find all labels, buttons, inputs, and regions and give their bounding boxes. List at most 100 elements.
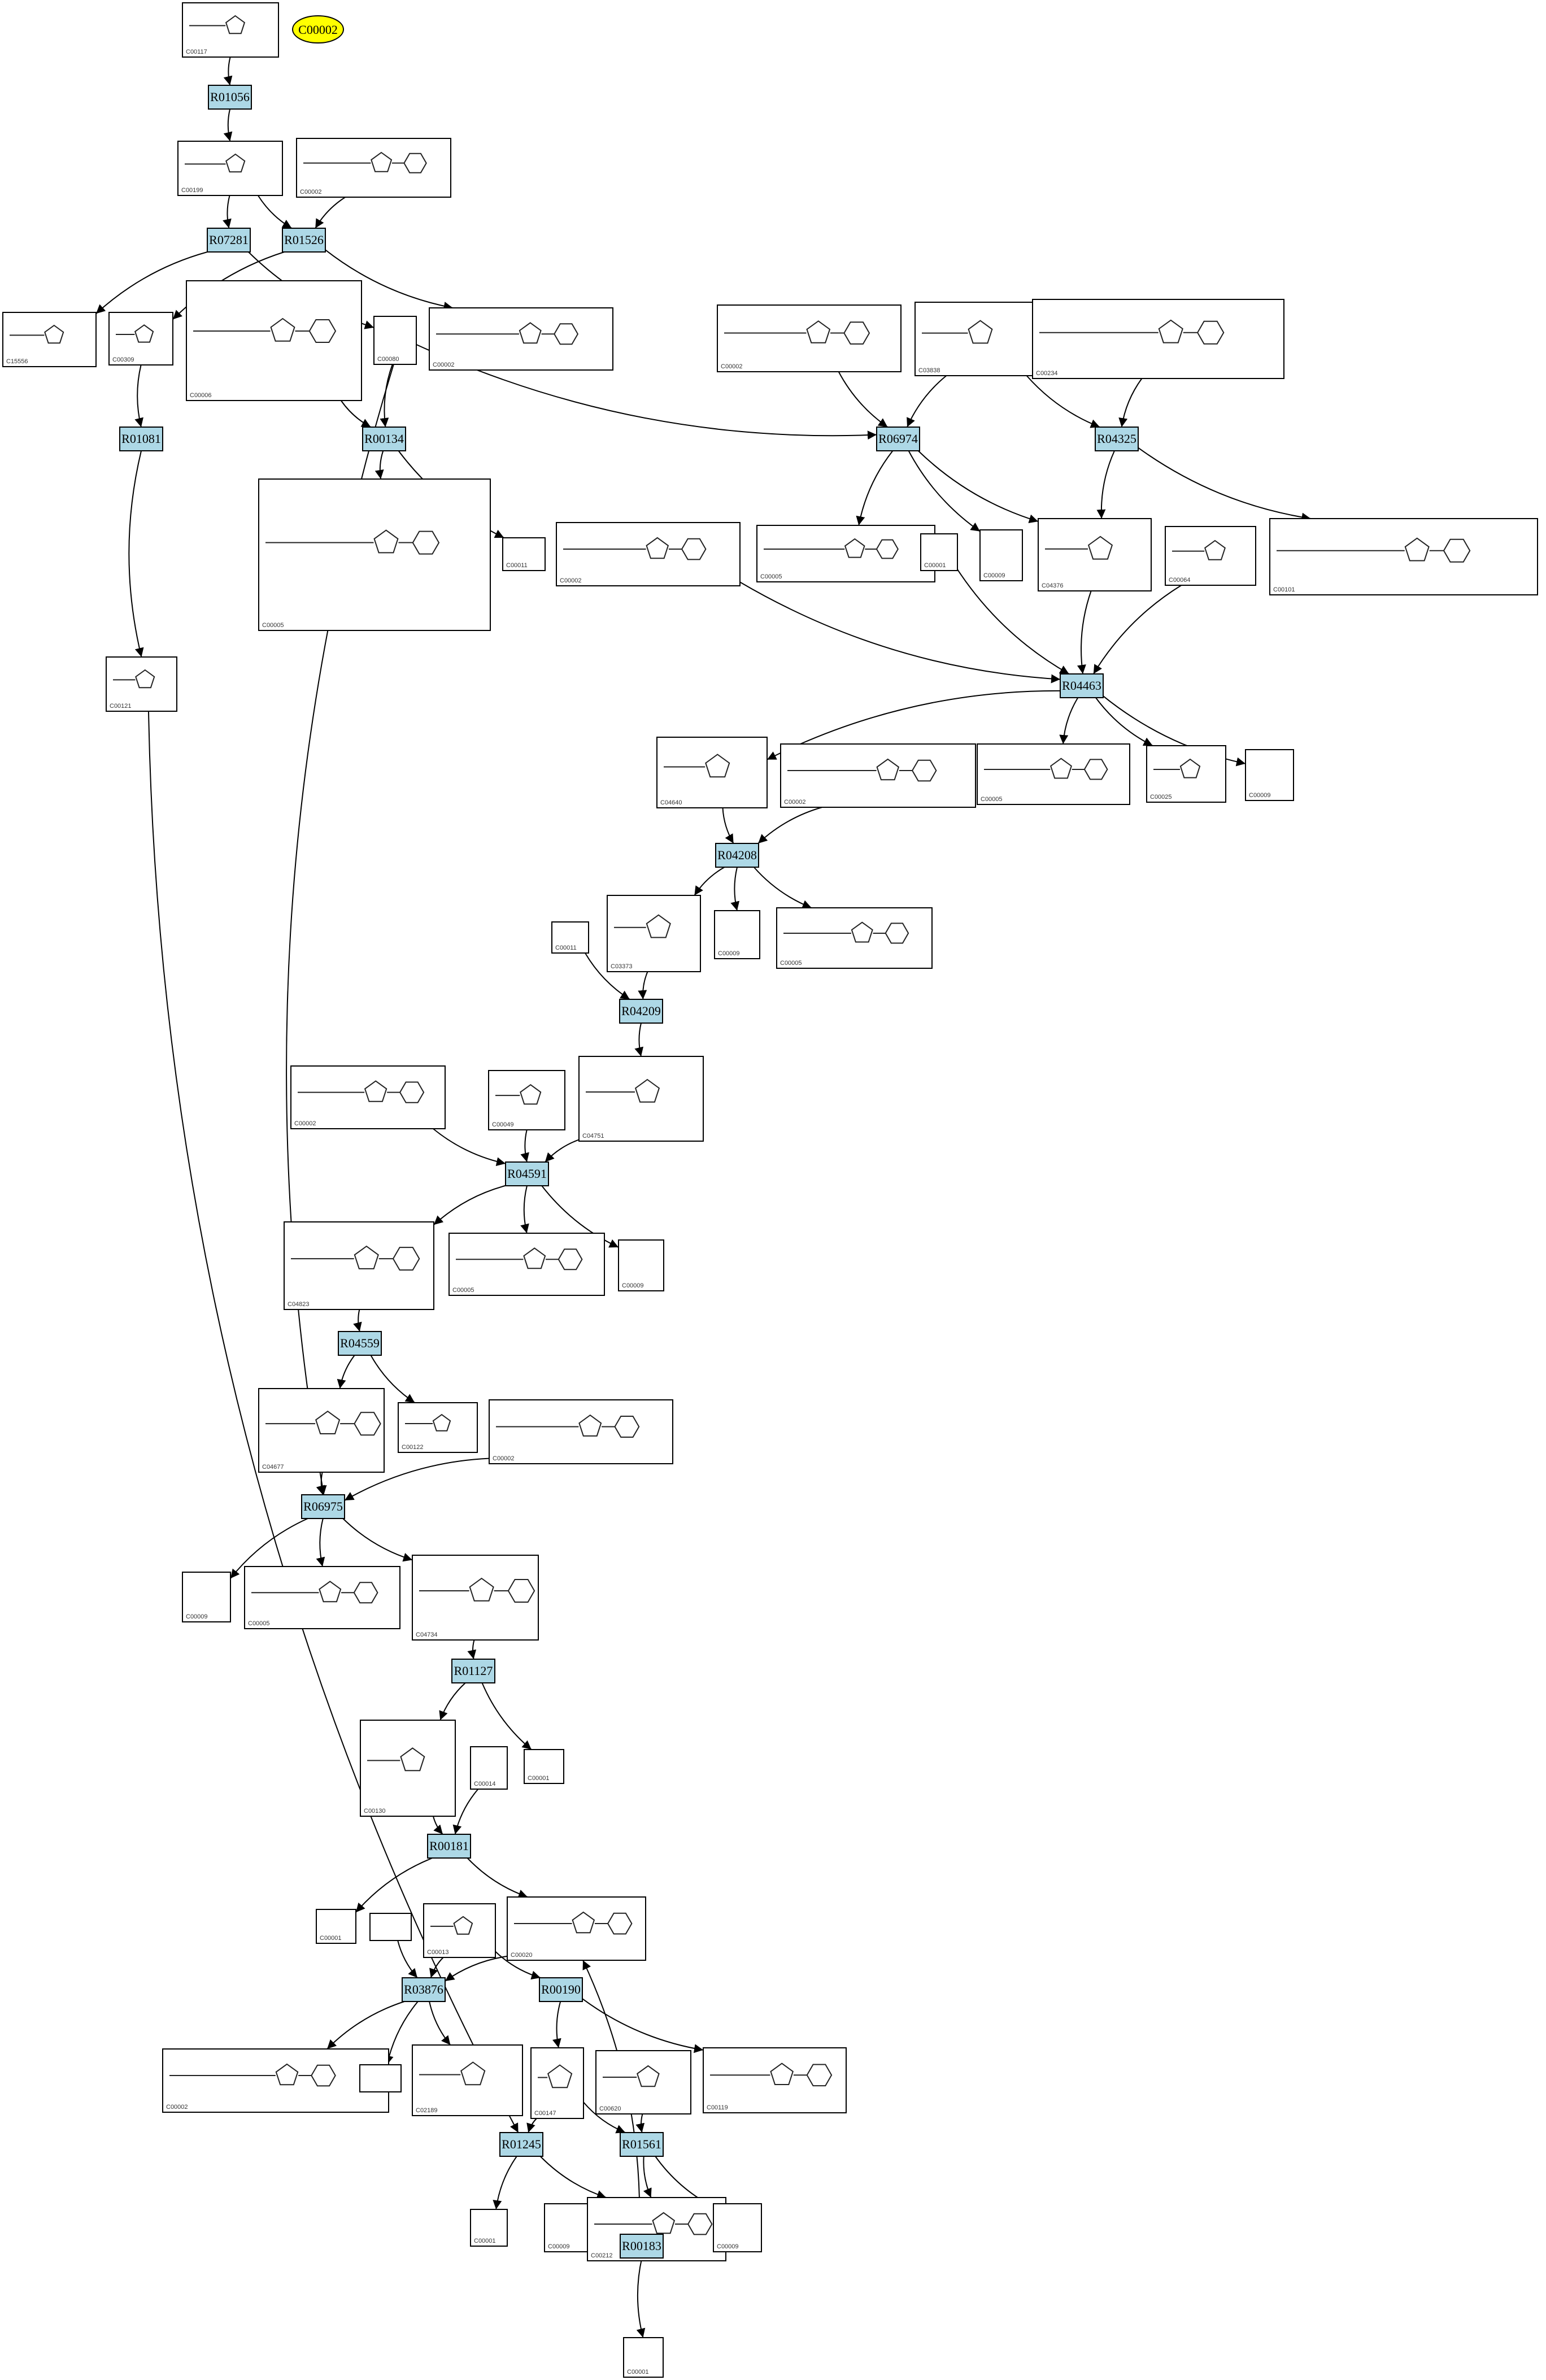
compound-node[interactable]: C00122 (398, 1402, 478, 1453)
compound-node[interactable]: C00011 (551, 921, 589, 954)
compound-box[interactable] (284, 1221, 434, 1310)
compound-node[interactable]: C00064 (1165, 526, 1256, 586)
compound-node[interactable]: C00002 (290, 1065, 446, 1129)
reaction-node[interactable]: R04208 (715, 843, 759, 868)
reaction-node[interactable]: R04559 (338, 1331, 382, 1356)
compound-box[interactable] (359, 2064, 402, 2092)
compound-node[interactable]: C03838 (914, 302, 1034, 376)
compound-node[interactable]: C02189 (412, 2044, 523, 2116)
compound-node[interactable]: C00009 (618, 1239, 664, 1291)
compound-box[interactable] (2, 312, 97, 367)
compound-box[interactable] (920, 533, 958, 571)
compound-box[interactable] (106, 656, 177, 712)
compound-node[interactable]: C00001 (623, 2337, 664, 2378)
reaction-box[interactable] (207, 228, 251, 253)
reaction-box[interactable] (119, 427, 163, 451)
compound-node[interactable]: C00005 (448, 1233, 605, 1296)
reaction-box[interactable] (282, 228, 326, 253)
compound-node[interactable]: C00001 (920, 533, 958, 571)
reaction-node[interactable]: R01245 (499, 2132, 543, 2157)
highlight-compound-node[interactable]: C00002 (292, 15, 344, 43)
compound-box[interactable] (373, 316, 417, 365)
compound-box[interactable] (369, 1913, 412, 1941)
compound-box[interactable] (186, 280, 362, 401)
reaction-box[interactable] (1095, 427, 1139, 451)
compound-node[interactable]: C00001 (524, 1749, 564, 1784)
compound-node[interactable]: C00002 (717, 304, 902, 372)
compound-box[interactable] (551, 921, 589, 954)
reaction-box[interactable] (620, 2132, 664, 2157)
compound-box[interactable] (398, 1402, 478, 1453)
compound-node[interactable]: C15556 (2, 312, 97, 367)
compound-box[interactable] (713, 2203, 762, 2252)
compound-box[interactable] (489, 1399, 673, 1464)
compound-node[interactable]: C00049 (488, 1070, 565, 1130)
compound-node[interactable]: C04677 (258, 1388, 385, 1473)
compound-box[interactable] (914, 302, 1034, 376)
compound-box[interactable] (656, 737, 768, 808)
compound-box[interactable] (488, 1070, 565, 1130)
compound-node[interactable]: C00002 (162, 2048, 389, 2113)
reaction-box[interactable] (451, 1659, 495, 1683)
compound-box[interactable] (524, 1749, 564, 1784)
compound-box[interactable] (316, 1909, 356, 1944)
compound-box[interactable] (756, 525, 935, 582)
compound-box[interactable] (177, 141, 283, 196)
reaction-box[interactable] (427, 1834, 471, 1859)
compound-box[interactable] (780, 743, 976, 808)
compound-box[interactable] (578, 1056, 704, 1142)
compound-box[interactable] (1165, 526, 1256, 586)
compound-box[interactable] (423, 1903, 496, 1958)
compound-box[interactable] (412, 1555, 539, 1641)
reaction-node[interactable]: R06974 (876, 427, 920, 451)
compound-node[interactable]: C00005 (756, 525, 935, 582)
compound-box[interactable] (1032, 299, 1284, 379)
reaction-node[interactable]: R04325 (1095, 427, 1139, 451)
reaction-box[interactable] (301, 1494, 345, 1519)
compound-box[interactable] (1269, 518, 1538, 595)
compound-box[interactable] (556, 522, 741, 586)
compound-node[interactable]: C00130 (360, 1720, 456, 1817)
compound-node[interactable]: C00009 (714, 910, 760, 959)
compound-node[interactable]: C00005 (977, 743, 1130, 805)
reaction-node[interactable]: R00190 (539, 1977, 583, 2002)
compound-node[interactable]: C00009 (979, 529, 1023, 581)
reaction-box[interactable] (619, 999, 663, 1024)
compound-box[interactable] (979, 529, 1023, 581)
compound-node[interactable]: C00001 (316, 1909, 356, 1944)
compound-node[interactable]: C00002 (489, 1399, 673, 1464)
compound-node[interactable]: C04640 (656, 737, 768, 808)
compound-box[interactable] (714, 910, 760, 959)
reaction-box[interactable] (620, 2234, 664, 2259)
compound-node[interactable]: C03373 (607, 895, 701, 972)
reaction-box[interactable] (1060, 673, 1104, 698)
compound-node[interactable]: C00002 (296, 138, 451, 198)
compound-box[interactable] (618, 1239, 664, 1291)
reaction-box[interactable] (876, 427, 920, 451)
compound-node[interactable]: C04376 (1038, 518, 1152, 591)
compound-box[interactable] (607, 895, 701, 972)
compound-box[interactable] (703, 2047, 847, 2113)
compound-node[interactable]: C00006 (186, 280, 362, 401)
compound-box[interactable] (595, 2050, 691, 2114)
reaction-node[interactable]: R07281 (207, 228, 251, 253)
reaction-node[interactable]: R00134 (362, 427, 406, 451)
reaction-box[interactable] (208, 85, 252, 110)
compound-node[interactable] (369, 1913, 412, 1941)
compound-box[interactable] (1146, 745, 1226, 803)
reaction-box[interactable] (499, 2132, 543, 2157)
reaction-node[interactable]: R00181 (427, 1834, 471, 1859)
compound-node[interactable]: C00101 (1269, 518, 1538, 595)
compound-node[interactable]: C00009 (544, 2203, 590, 2252)
compound-box[interactable] (1245, 749, 1294, 801)
compound-node[interactable]: C00234 (1032, 299, 1284, 379)
compound-box[interactable] (258, 478, 491, 631)
compound-box[interactable] (470, 1746, 508, 1790)
compound-box[interactable] (429, 307, 613, 371)
compound-node[interactable]: C00014 (470, 1746, 508, 1790)
reaction-node[interactable]: R01127 (451, 1659, 495, 1683)
reaction-box[interactable] (539, 1977, 583, 2002)
compound-node[interactable]: C00009 (182, 1572, 231, 1622)
compound-node[interactable]: C00009 (713, 2203, 762, 2252)
compound-node[interactable]: C00002 (780, 743, 976, 808)
